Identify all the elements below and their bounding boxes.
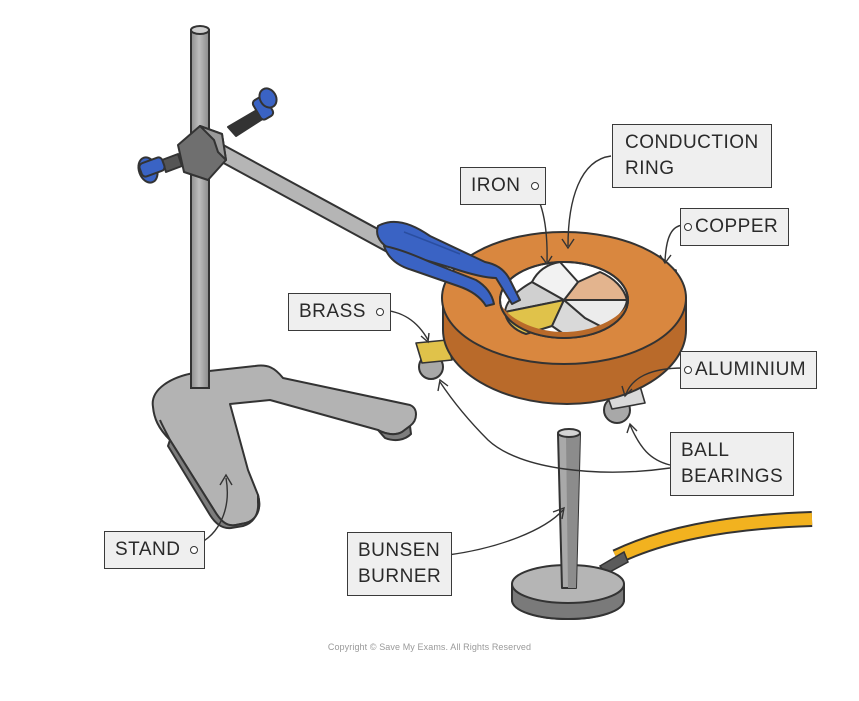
copyright-notice: Copyright © Save My Exams. All Rights Re… [327, 642, 532, 652]
label-bunsen-burner-line1: BUNSEN [358, 540, 441, 561]
ball-bearings-pointer-right [629, 424, 671, 466]
label-iron-text: IRON [471, 175, 521, 196]
label-conduction-ring-line2: RING [625, 158, 675, 179]
gas-hose [598, 511, 813, 575]
blue-tongs [376, 220, 521, 307]
bunsen-burner-pointer [447, 509, 564, 556]
conduction-ring-pointer [567, 155, 612, 247]
tag-hole-icon [684, 366, 692, 374]
label-bunsen-burner-line2: BURNER [358, 566, 442, 587]
stand-base [151, 364, 417, 530]
label-stand: STAND [104, 531, 206, 569]
boss-head-clamp [137, 87, 278, 184]
tag-hole-icon [190, 546, 199, 554]
label-ball-bearings: BALL BEARINGS [670, 432, 795, 496]
bunsen-burner [511, 428, 625, 620]
label-stand-text: STAND [115, 539, 181, 560]
aluminium-pointer [625, 367, 684, 395]
tag-hole-icon [684, 223, 692, 231]
label-copper: COPPER [680, 208, 790, 246]
label-iron: IRON [460, 167, 546, 205]
label-conduction-ring: CONDUCTION RING [612, 124, 772, 188]
tag-hole-icon [530, 182, 539, 190]
label-conduction-ring-line1: CONDUCTION [625, 132, 759, 153]
label-brass-text: BRASS [299, 301, 366, 322]
clamp-arm-rod [206, 139, 399, 255]
label-bunsen-burner: BUNSEN BURNER [347, 532, 453, 596]
label-copper-text: COPPER [695, 216, 779, 237]
ball-bearings-pointer-left [439, 381, 671, 473]
stand-rod [190, 25, 210, 389]
label-aluminium: ALUMINIUM [680, 351, 818, 389]
label-ball-bearings-line1: BALL [681, 440, 730, 461]
tag-hole-icon [375, 308, 384, 316]
conduction-ring [441, 231, 687, 405]
label-brass: BRASS [288, 293, 391, 331]
label-ball-bearings-line2: BEARINGS [681, 466, 784, 487]
label-aluminium-text: ALUMINIUM [695, 359, 807, 380]
